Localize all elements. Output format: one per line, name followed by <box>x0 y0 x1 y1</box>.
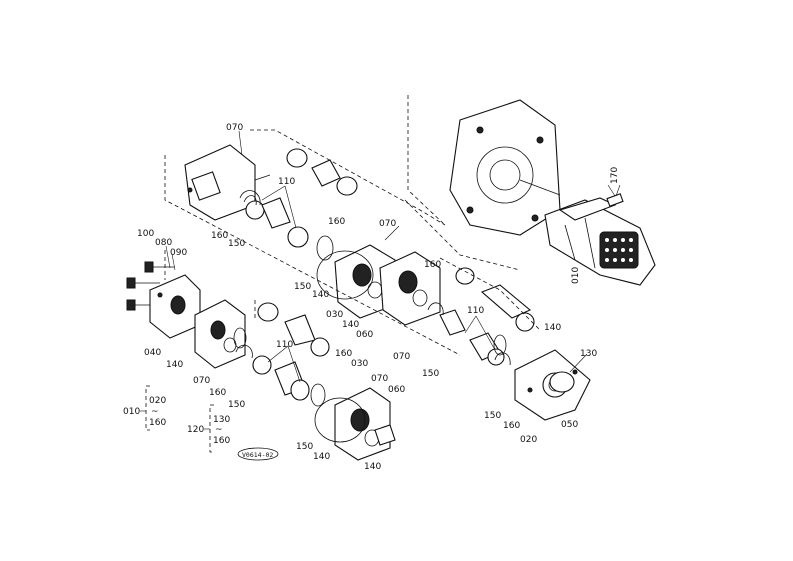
callout-060b: 060 <box>388 385 405 395</box>
callout-160d: 160 <box>335 349 352 359</box>
callout-140b: 140 <box>312 290 329 300</box>
callout-050: 050 <box>561 420 578 430</box>
callout-140d: 140 <box>313 452 330 462</box>
callout-090: 090 <box>170 248 187 258</box>
callout-150a: 150 <box>228 239 245 249</box>
callout-160f: 160 <box>503 421 520 431</box>
callout-070a: 070 <box>226 123 243 133</box>
callout-150e: 150 <box>296 442 313 452</box>
callout-160e: 160 <box>209 388 226 398</box>
bolt-170 <box>606 184 624 207</box>
seal-rings <box>233 235 507 407</box>
reference-outline <box>404 95 521 271</box>
callout-160c: 160 <box>424 260 441 270</box>
callout-140a: 140 <box>166 360 183 370</box>
callout-110a: 110 <box>278 177 295 187</box>
rear-body-upper <box>184 144 271 221</box>
callout-140c: 140 <box>342 320 359 330</box>
lower-body <box>314 387 396 461</box>
callout-130a: 130 <box>580 349 597 359</box>
callout-140e: 140 <box>364 462 381 472</box>
mount-housing <box>449 99 561 236</box>
kit2-from: 130 <box>213 415 230 425</box>
callout-070e: 070 <box>193 376 210 386</box>
gear-set-right <box>427 267 535 366</box>
callout-labels: 070 110 160 150 160 070 100 080 090 150 … <box>137 123 620 472</box>
gear-set-lower <box>235 302 330 401</box>
assembled-pump <box>544 197 656 286</box>
callout-010a: 010 <box>571 267 581 284</box>
callout-040: 040 <box>144 348 161 358</box>
callout-030a: 030 <box>326 310 343 320</box>
callout-030b: 030 <box>351 359 368 369</box>
front-cover <box>514 349 591 421</box>
kit2-tilde: ~ <box>215 425 223 435</box>
callout-150f: 150 <box>484 411 501 421</box>
callout-150b: 150 <box>294 282 311 292</box>
rear-cover-lower <box>149 274 201 339</box>
kit2-to: 160 <box>213 436 230 446</box>
gear-set-upper <box>239 148 358 248</box>
bolts-100-080 <box>126 261 175 311</box>
callout-100: 100 <box>137 229 154 239</box>
kit-legend: 010 020 ~ 160 120 130 ~ 160 <box>123 385 230 453</box>
middle-body-a <box>316 244 396 319</box>
callout-070b: 070 <box>379 219 396 229</box>
callout-020a: 020 <box>520 435 537 445</box>
drawing-stamp: V0614-02 <box>237 447 279 461</box>
leader-lines <box>165 130 616 383</box>
callout-160a: 160 <box>211 231 228 241</box>
assembly-guides <box>164 129 541 356</box>
callout-110c: 110 <box>276 340 293 350</box>
middle-body-b <box>379 251 441 326</box>
kit1-main: 010 <box>123 407 140 417</box>
kit1-to: 160 <box>149 418 166 428</box>
callout-140f: 140 <box>544 323 561 333</box>
callout-070c: 070 <box>393 352 410 362</box>
callout-170: 170 <box>610 167 620 184</box>
callout-060a: 060 <box>356 330 373 340</box>
callout-150c: 150 <box>422 369 439 379</box>
drawing-number: V0614-02 <box>242 451 273 459</box>
callout-080: 080 <box>155 238 172 248</box>
kit2-main: 120 <box>187 425 204 435</box>
callout-110b: 110 <box>467 306 484 316</box>
callout-160b: 160 <box>328 217 345 227</box>
callout-070d: 070 <box>371 374 388 384</box>
rear-body-lower <box>194 299 246 369</box>
kit1-from: 020 <box>149 396 166 406</box>
callout-150d: 150 <box>228 400 245 410</box>
kit1-tilde: ~ <box>151 407 159 417</box>
